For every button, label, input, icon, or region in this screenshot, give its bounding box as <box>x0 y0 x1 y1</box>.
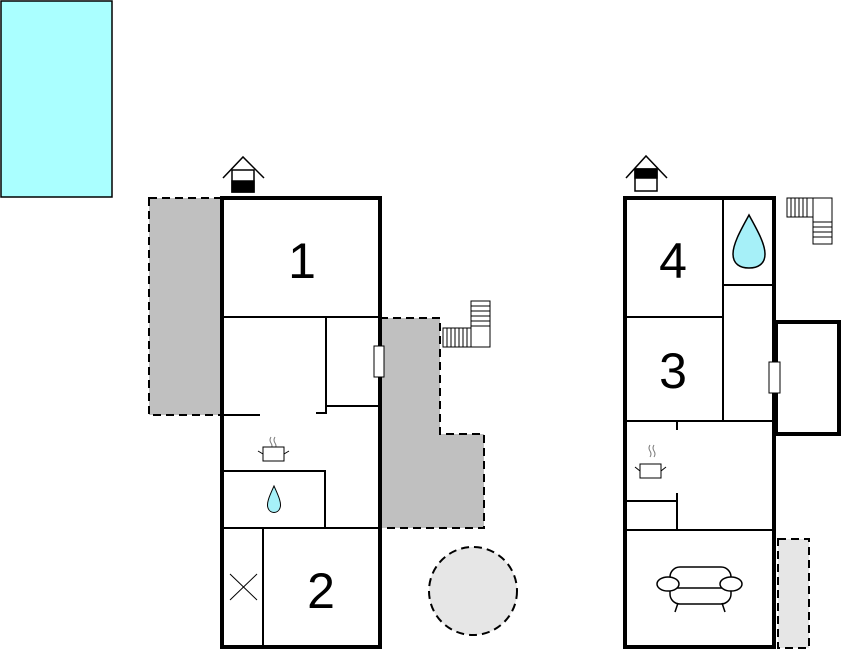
pool <box>0 0 113 198</box>
light-area <box>777 538 810 649</box>
cooking-pot-icon <box>257 436 290 462</box>
room-3-label: 3 <box>659 343 687 399</box>
building-left <box>220 196 382 649</box>
terrace-right <box>379 317 485 529</box>
door-icon <box>373 345 385 378</box>
water-drop-icon <box>732 213 766 269</box>
room-1-label: 1 <box>288 233 316 289</box>
entrance-house-icon <box>625 154 668 192</box>
cooking-pot-icon <box>634 444 667 479</box>
door-icon <box>768 361 781 394</box>
entrance-house-icon <box>222 155 265 193</box>
room-2-label: 2 <box>307 563 335 619</box>
room-4-label: 4 <box>659 233 687 289</box>
sofa-icon <box>656 566 743 613</box>
stairs-icon <box>786 197 833 245</box>
terrace-left <box>148 197 223 416</box>
water-drop-icon <box>267 484 281 513</box>
toilet-cross-icon <box>229 573 258 601</box>
round-area <box>428 546 518 636</box>
stairs-icon <box>442 300 491 348</box>
